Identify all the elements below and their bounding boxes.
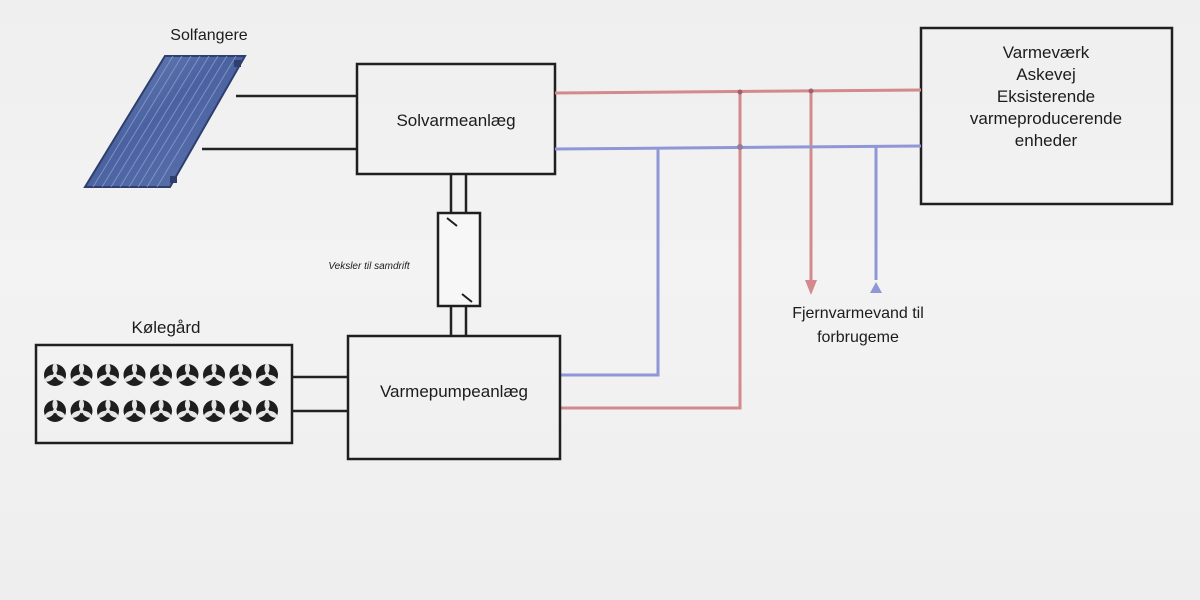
heat-plant-line-5: enheder [1015, 131, 1078, 150]
fan-icon [176, 363, 199, 386]
fan-icon [123, 363, 146, 386]
fan-icon [150, 363, 172, 386]
district-water-line-1: Fjernvarmevand til [792, 305, 924, 322]
solar-collectors-label: Solfangere [170, 27, 247, 44]
cooling-connection-lines [292, 375, 348, 413]
solar-plant-box: Solvarmeanlæg [355, 62, 557, 176]
fan-icon [176, 399, 199, 422]
fan-icon [256, 399, 278, 422]
heat-plant-line-4: varmeproducerende [970, 109, 1122, 128]
fan-icon [229, 363, 252, 386]
fan-icon [123, 399, 146, 422]
fan-icon [150, 399, 172, 422]
return-arrow-icon [870, 282, 882, 293]
heat-plant-line-1: Varmeværk [1003, 43, 1090, 62]
exchanger-label: Veksler til samdrift [328, 261, 411, 272]
solar-plant-label: Solvarmeanlæg [396, 111, 515, 130]
fan-icon [203, 363, 225, 386]
heat-pump-plant-box: Varmepumpeanlæg [346, 334, 562, 461]
fan-icon [44, 363, 66, 386]
cooling-yard-label: Kølegård [132, 318, 201, 337]
fan-icon [256, 363, 278, 386]
fan-icon [70, 399, 93, 422]
cooling-yard-box [34, 343, 294, 445]
fan-icon [229, 399, 252, 422]
district-water-line-2: forbrugeme [817, 329, 899, 346]
fan-icon [70, 363, 93, 386]
heat-plant-line-3: Eksisterende [997, 87, 1095, 106]
solar-connection-lines [202, 94, 357, 151]
supply-arrow-icon [805, 280, 817, 295]
heat-plant-box: Varmeværk Askevej Eksisterende varmeprod… [919, 26, 1174, 206]
fan-icon [97, 363, 119, 386]
fan-icon [97, 399, 119, 422]
fan-icon [203, 399, 225, 422]
exchanger-pipes [449, 174, 468, 336]
pipe-junctions [737, 88, 814, 150]
heat-pump-plant-label: Varmepumpeanlæg [380, 382, 528, 401]
solar-panel-icon [83, 55, 247, 188]
supply-line [554, 88, 922, 410]
heat-plant-line-2: Askevej [1016, 65, 1076, 84]
fan-grid [44, 363, 278, 422]
fan-icon [44, 399, 66, 422]
exchanger-box [436, 211, 482, 308]
